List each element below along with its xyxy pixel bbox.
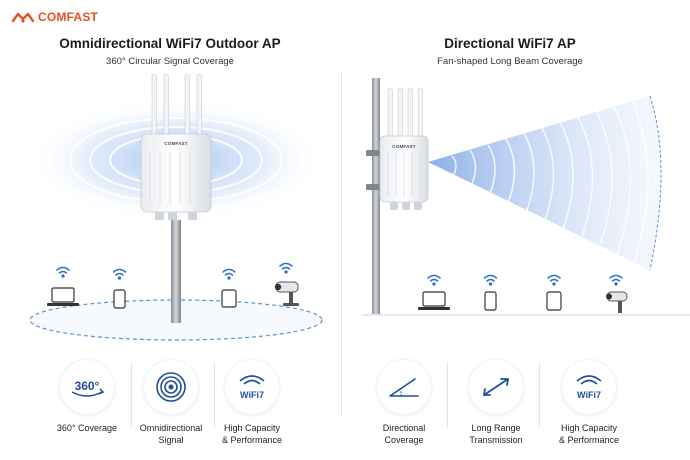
wifi-icon	[483, 274, 498, 286]
wifi-icon	[112, 268, 127, 280]
wifi-icon	[279, 262, 293, 274]
omnidirectional-signal-icon	[144, 360, 198, 414]
wifi7-icon: WiFi7	[562, 360, 616, 414]
panel-divider	[341, 72, 342, 417]
wifi-icon	[547, 274, 561, 286]
mounting-pole	[171, 220, 181, 323]
phone-icon	[113, 289, 126, 309]
feature-omnidirectional-signal: Omnidirectional Signal	[111, 360, 231, 446]
tablet-icon	[546, 291, 562, 311]
feature-label: 360° Coverage	[56, 423, 118, 433]
wifi-icon	[222, 268, 236, 280]
comfast-logo-icon	[12, 12, 34, 23]
svg-text:360°: 360°	[75, 379, 100, 393]
left-ap-brand-plate: COMFAST	[164, 141, 188, 146]
left-panel-title: Omnidirectional WiFi7 Outdoor AP	[59, 36, 281, 51]
feature-directional-coverage: Directional Coverage	[344, 360, 464, 446]
directional-beam	[428, 95, 662, 271]
wifi-icon	[427, 274, 441, 286]
brand-logo: COMFAST	[12, 10, 98, 24]
feature-wifi7: WiFi7 High Capacity & Performance	[529, 360, 649, 446]
left-client-devices	[47, 281, 299, 309]
security-camera-icon	[606, 291, 628, 313]
360-icon: 360°	[60, 360, 114, 414]
wifi7-icon: WiFi7	[225, 360, 279, 414]
feature-label: Directional Coverage	[382, 423, 426, 445]
brand-name: COMFAST	[38, 10, 99, 24]
left-wifi-icons	[56, 262, 293, 280]
laptop-icon	[47, 287, 79, 306]
mounting-pole	[372, 78, 380, 316]
directional-illustration	[362, 78, 690, 316]
wifi-icon	[56, 266, 70, 278]
omnidirectional-ap-device	[140, 133, 212, 220]
right-wifi-icons	[427, 274, 623, 286]
tablet-icon	[221, 289, 237, 308]
feature-separator	[131, 362, 132, 428]
feature-separator	[214, 362, 215, 428]
feature-separator	[539, 362, 540, 428]
wifi-icon	[609, 274, 623, 286]
phone-icon	[484, 291, 497, 311]
antennas	[151, 73, 202, 137]
right-ap-brand-plate: COMFAST	[392, 144, 416, 149]
feature-long-range: Long Range Transmission	[436, 360, 556, 446]
feature-label: Long Range Transmission	[469, 423, 523, 445]
feature-separator	[447, 362, 448, 428]
right-panel-subtitle: Fan-shaped Long Beam Coverage	[437, 56, 583, 67]
left-panel-subtitle: 360° Circular Signal Coverage	[106, 56, 234, 67]
feature-label: High Capacity & Performance	[221, 423, 283, 445]
long-range-arrow-icon	[469, 360, 523, 414]
svg-text:WiFi7: WiFi7	[577, 390, 601, 400]
pole-brackets	[366, 150, 380, 190]
antennas	[387, 87, 423, 139]
security-camera-icon	[274, 281, 299, 306]
right-panel-title: Directional WiFi7 AP	[444, 36, 576, 51]
feature-wifi7: WiFi7 High Capacity & Performance	[192, 360, 312, 446]
directional-angle-icon	[377, 360, 431, 414]
right-client-devices	[418, 291, 628, 313]
laptop-icon	[418, 291, 450, 310]
directional-ap-device	[379, 135, 429, 210]
feature-360-coverage: 360° 360° Coverage	[27, 360, 147, 434]
feature-label: High Capacity & Performance	[558, 423, 620, 445]
svg-text:WiFi7: WiFi7	[240, 390, 264, 400]
ground-line	[362, 314, 690, 316]
feature-label: Omnidirectional Signal	[139, 423, 203, 445]
omnidirectional-illustration	[26, 73, 326, 341]
